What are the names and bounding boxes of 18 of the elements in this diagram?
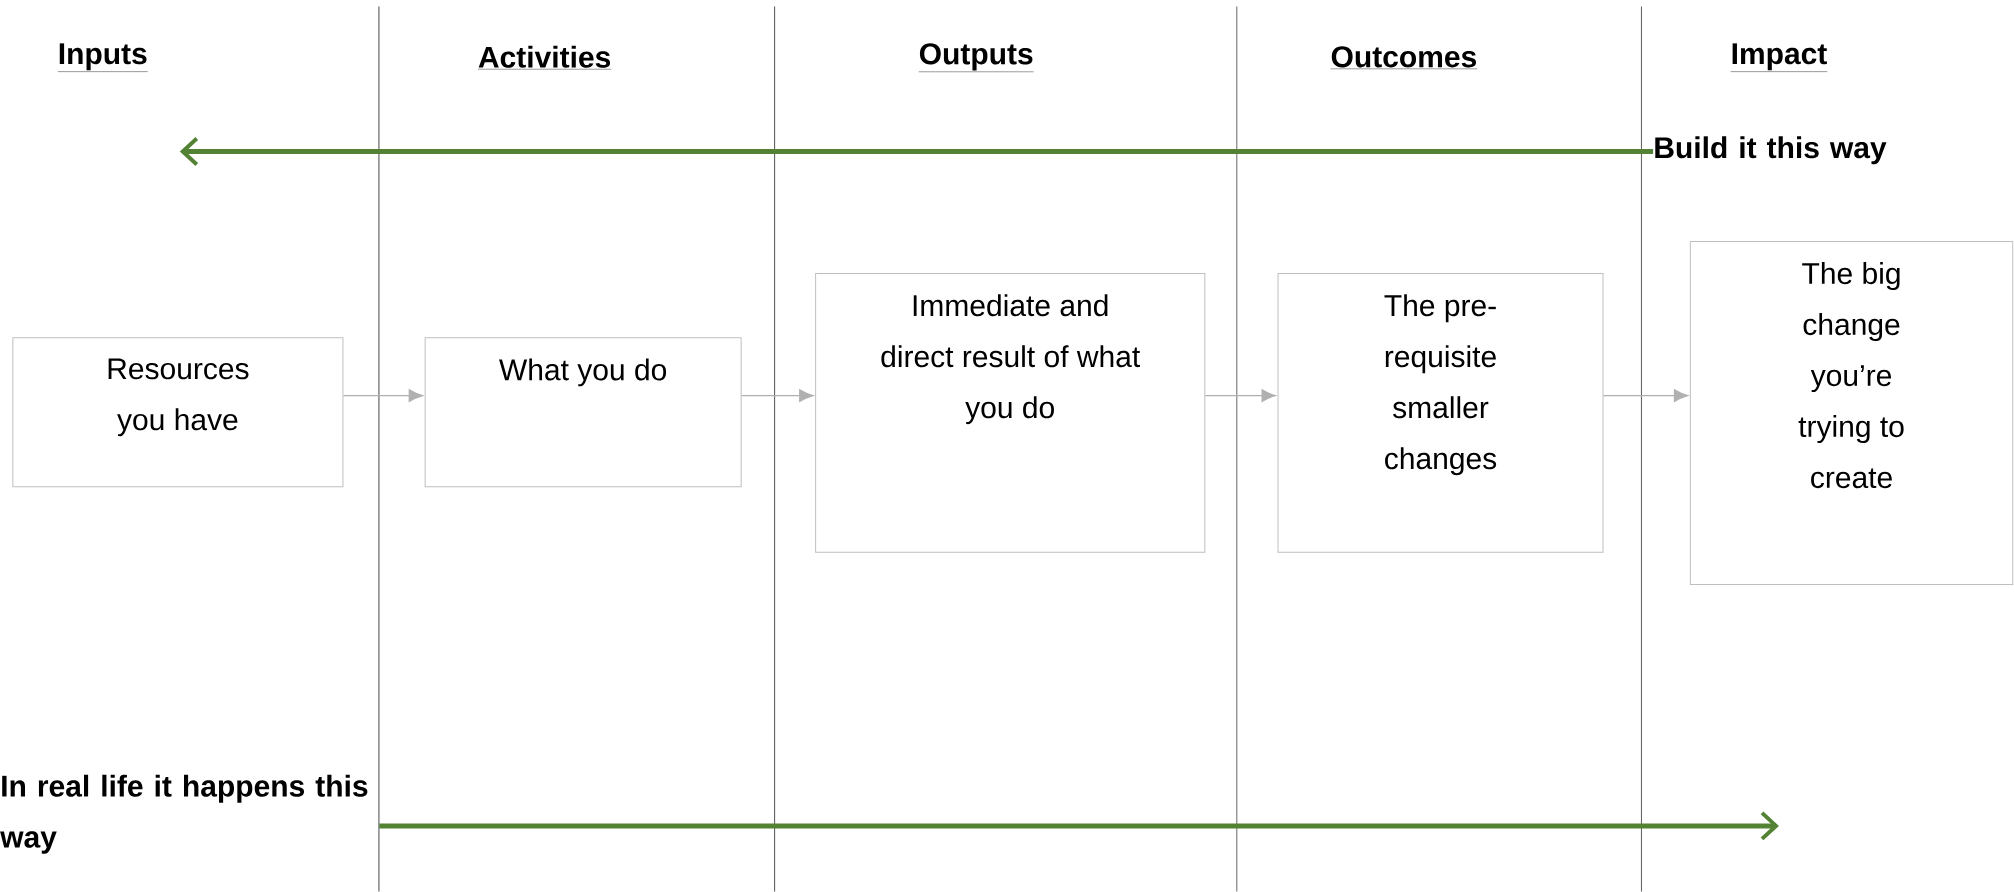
text-box: Resources you have <box>12 337 344 488</box>
arrow <box>1204 389 1276 403</box>
text-box: What you do <box>424 337 742 488</box>
arrow <box>379 811 1779 841</box>
text-box: The pre-requisite smaller changes <box>1277 273 1604 553</box>
arrow <box>179 137 1654 167</box>
arrow <box>342 389 424 403</box>
caption-text: Build it this way <box>1655 136 1887 165</box>
column-heading: Impact <box>1730 43 1828 72</box>
column-heading: Activities <box>477 45 612 70</box>
arrow <box>741 389 814 403</box>
text-box: The big change you’re trying to create <box>1689 241 2014 585</box>
column-heading: Outcomes <box>1330 46 1478 69</box>
caption-text: In real life it happens this way <box>0 774 368 854</box>
text-box: Immediate and direct result of what you do <box>815 273 1206 553</box>
column-heading: Outputs <box>918 43 1034 72</box>
column-heading: Inputs <box>57 43 148 72</box>
arrow <box>1602 389 1689 403</box>
